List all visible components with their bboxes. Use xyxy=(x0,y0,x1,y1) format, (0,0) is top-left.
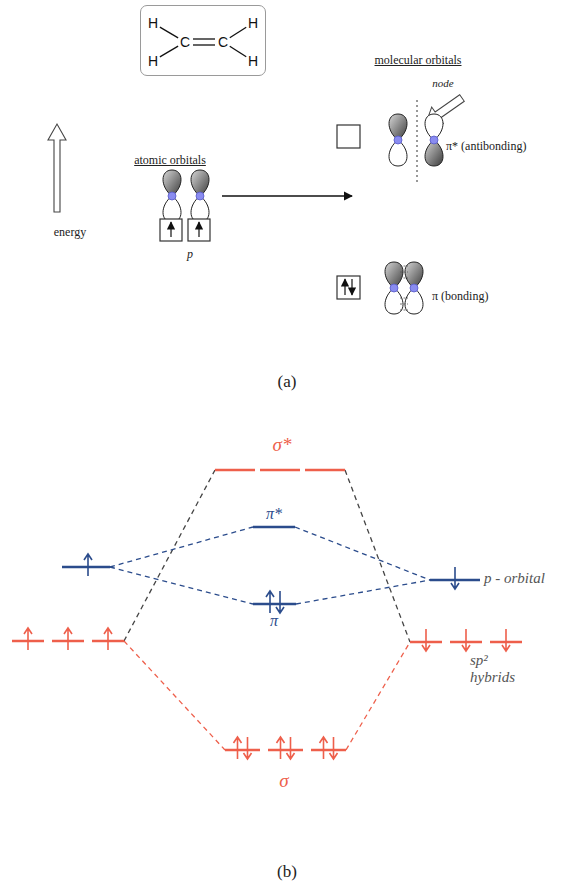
bond-line xyxy=(230,27,246,37)
electron-arrow xyxy=(287,737,295,759)
energy-level xyxy=(215,469,255,472)
orbital-label: σ xyxy=(279,770,288,792)
orbital-label: π xyxy=(270,612,278,630)
atom-dot xyxy=(390,284,398,292)
structure-box: H H C C H H xyxy=(140,5,266,76)
atom-dot xyxy=(394,136,402,144)
electron-arrow xyxy=(84,554,92,576)
energy-level xyxy=(225,749,260,752)
correlation-line xyxy=(295,527,430,580)
correlation-line xyxy=(124,641,225,750)
atom-symbol: H xyxy=(248,54,258,68)
atom-symbol: H xyxy=(148,54,158,68)
energy-level xyxy=(260,469,300,472)
electron-arrow xyxy=(104,628,112,650)
electron-box xyxy=(337,125,360,148)
overlap-mark xyxy=(400,298,408,299)
atom-dot xyxy=(168,192,176,200)
energy-level xyxy=(253,526,295,529)
electron-arrow xyxy=(462,629,470,651)
bond-line xyxy=(193,38,215,39)
orbital-label: p xyxy=(187,248,193,262)
overlap-mark xyxy=(400,310,408,311)
correlation-line xyxy=(124,470,215,641)
overlap-mark xyxy=(400,278,408,279)
electron-arrow xyxy=(198,222,199,237)
bond-line xyxy=(230,46,246,56)
orbital-label: π (bonding) xyxy=(432,290,488,304)
axis-label: energy xyxy=(54,226,86,240)
electron-box xyxy=(188,219,210,241)
atom-symbol: C xyxy=(218,35,228,49)
panel-label: (a) xyxy=(278,372,297,392)
callout-label: node xyxy=(432,77,453,90)
orbital-label: sp² hybrids xyxy=(470,652,532,687)
atom-symbol: C xyxy=(180,35,190,49)
electron-arrow xyxy=(244,737,252,759)
electron-arrow xyxy=(344,279,345,295)
correlation-line xyxy=(110,527,253,567)
electron-arrow xyxy=(170,222,171,237)
correlation-line xyxy=(345,470,410,642)
section-heading: molecular orbitals xyxy=(375,54,462,68)
atom-dot xyxy=(430,136,438,144)
electron-arrow xyxy=(330,737,338,759)
orbital-label: p - orbital xyxy=(484,570,545,587)
energy-level xyxy=(62,566,110,569)
overlap-mark xyxy=(400,304,408,305)
correlation-line xyxy=(296,580,430,604)
energy-level xyxy=(311,749,346,752)
atom-symbol: H xyxy=(148,16,158,30)
orbital-label: π* xyxy=(266,505,282,523)
orbital-label: σ* xyxy=(273,434,292,456)
atom-dot xyxy=(196,192,204,200)
atom-dot xyxy=(410,284,418,292)
transform-arrow xyxy=(222,195,352,196)
correlation-line xyxy=(110,567,253,604)
bond-line xyxy=(193,44,215,45)
electron-arrow xyxy=(234,737,242,759)
energy-level xyxy=(268,749,303,752)
overlap-mark xyxy=(400,266,408,267)
electron-arrow xyxy=(276,591,284,613)
electron-arrow xyxy=(351,279,352,295)
electron-arrow xyxy=(277,737,285,759)
electron-box xyxy=(160,219,182,241)
electron-arrow xyxy=(502,629,510,651)
energy-level xyxy=(253,603,296,606)
panel-label: (b) xyxy=(277,862,297,882)
energy-level xyxy=(305,469,345,472)
energy-arrow xyxy=(48,124,66,212)
electron-arrow xyxy=(451,567,459,589)
atom-symbol: H xyxy=(248,16,258,30)
electron-box xyxy=(337,276,360,299)
correlation-line xyxy=(346,642,410,750)
electron-arrow xyxy=(320,737,328,759)
nodal-plane xyxy=(417,100,418,184)
electron-arrow xyxy=(24,628,32,650)
section-heading: atomic orbitals xyxy=(134,154,206,168)
electron-arrow xyxy=(266,591,274,613)
bond-line xyxy=(160,46,178,57)
electron-arrow xyxy=(64,628,72,650)
overlap-mark xyxy=(400,272,408,273)
electron-arrow xyxy=(422,629,430,651)
bond-line xyxy=(160,27,178,38)
orbital-label: π* (antibonding) xyxy=(446,140,526,154)
